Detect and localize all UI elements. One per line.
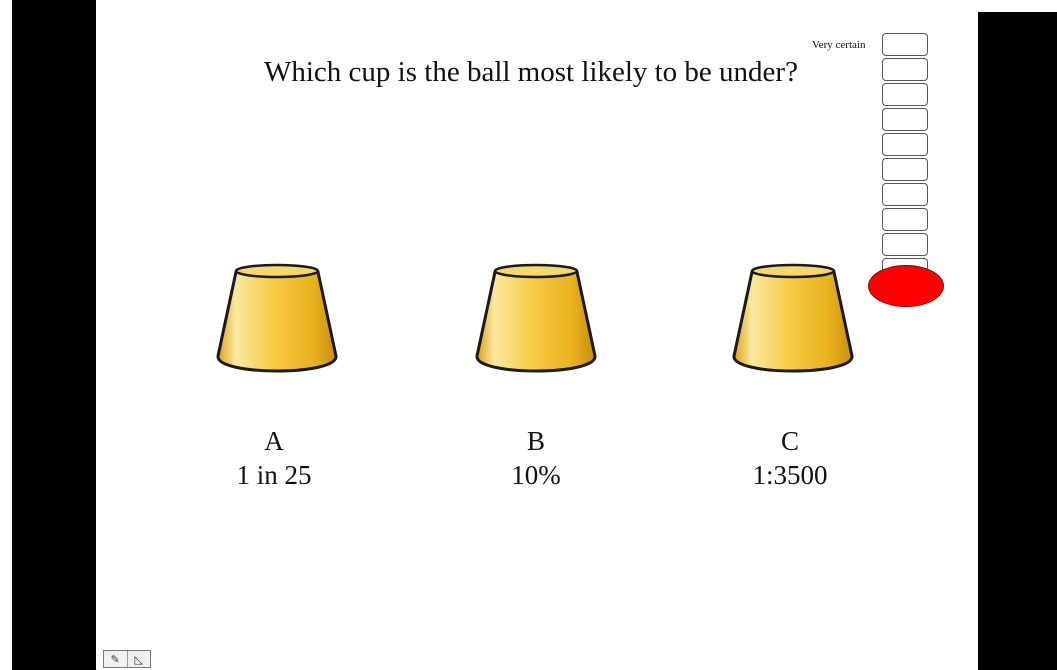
- certainty-meter-cell[interactable]: [882, 208, 928, 231]
- letterbox-right: [978, 12, 1057, 670]
- cup-a-odds: 1 in 25: [236, 460, 312, 490]
- certainty-top-label: Very certain: [812, 39, 866, 51]
- cup-a-letter: A: [264, 426, 284, 456]
- cup-b-icon[interactable]: [473, 258, 599, 386]
- eraser-icon[interactable]: ◺: [126, 651, 151, 667]
- cup-b-odds: 10%: [511, 460, 561, 490]
- certainty-meter[interactable]: [882, 33, 928, 283]
- certainty-meter-cell[interactable]: [882, 58, 928, 81]
- letterbox-left-edge: [0, 0, 12, 670]
- certainty-meter-cell[interactable]: [882, 158, 928, 181]
- slideshow-pen-toolbar: ✎ ◺: [103, 650, 151, 668]
- certainty-meter-bulb: [868, 265, 944, 307]
- pen-icon[interactable]: ✎: [110, 652, 120, 666]
- cup-c-icon[interactable]: [730, 258, 856, 386]
- cup-c-letter: C: [780, 426, 799, 456]
- certainty-meter-cell[interactable]: [882, 83, 928, 106]
- cup-b-letter: B: [526, 426, 545, 456]
- cup-a-icon[interactable]: [214, 258, 340, 386]
- certainty-meter-cell[interactable]: [882, 133, 928, 156]
- slide: Which cup is the ball most likely to be …: [96, 12, 978, 670]
- question-text: Which cup is the ball most likely to be …: [264, 56, 798, 88]
- certainty-meter-cell[interactable]: [882, 33, 928, 56]
- certainty-meter-cell[interactable]: [882, 233, 928, 256]
- cup-c-odds: 1:3500: [752, 460, 828, 490]
- certainty-meter-cell[interactable]: [882, 108, 928, 131]
- certainty-meter-cell[interactable]: [882, 183, 928, 206]
- letterbox-left: [0, 0, 96, 670]
